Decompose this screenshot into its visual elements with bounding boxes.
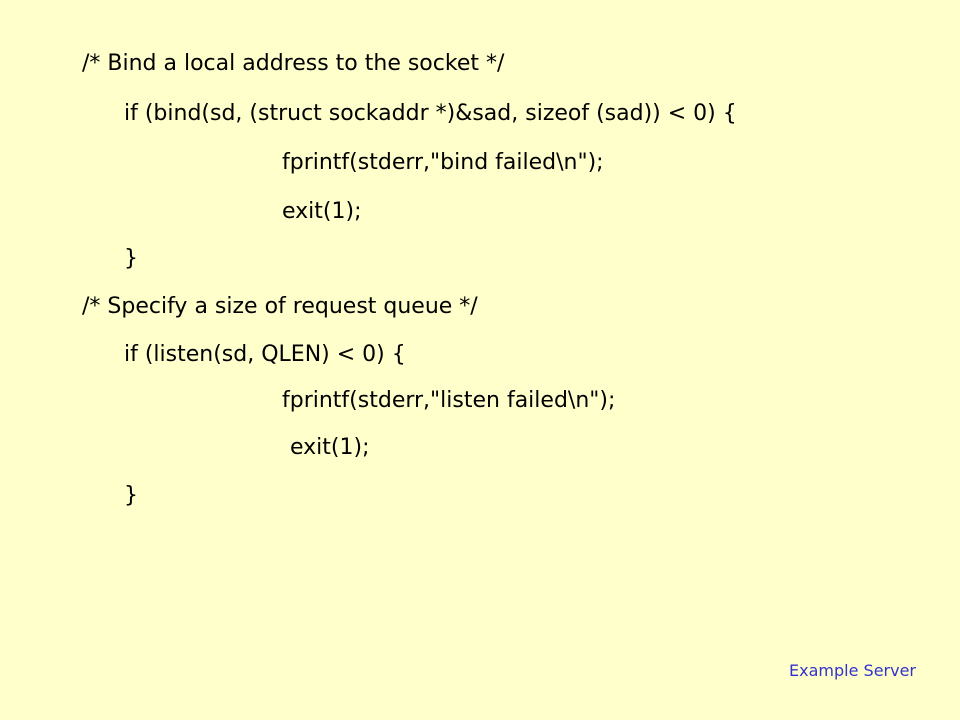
fprintf-bind-failed-line: fprintf(stderr,"bind failed\n"); bbox=[282, 150, 604, 175]
fprintf-listen-failed-line: fprintf(stderr,"listen failed\n"); bbox=[282, 388, 616, 413]
if-bind-line: if (bind(sd, (struct sockaddr *)&sad, si… bbox=[124, 101, 737, 126]
comment-bind: /* Bind a local address to the socket */ bbox=[82, 51, 505, 76]
comment-listen: /* Specify a size of request queue */ bbox=[82, 294, 478, 319]
exit-line-1: exit(1); bbox=[282, 199, 362, 224]
if-listen-line: if (listen(sd, QLEN) < 0) { bbox=[124, 342, 406, 367]
footer-title: Example Server bbox=[789, 661, 916, 680]
exit-line-2: exit(1); bbox=[290, 435, 370, 460]
closing-brace-1: } bbox=[124, 246, 138, 271]
closing-brace-2: } bbox=[124, 483, 138, 508]
